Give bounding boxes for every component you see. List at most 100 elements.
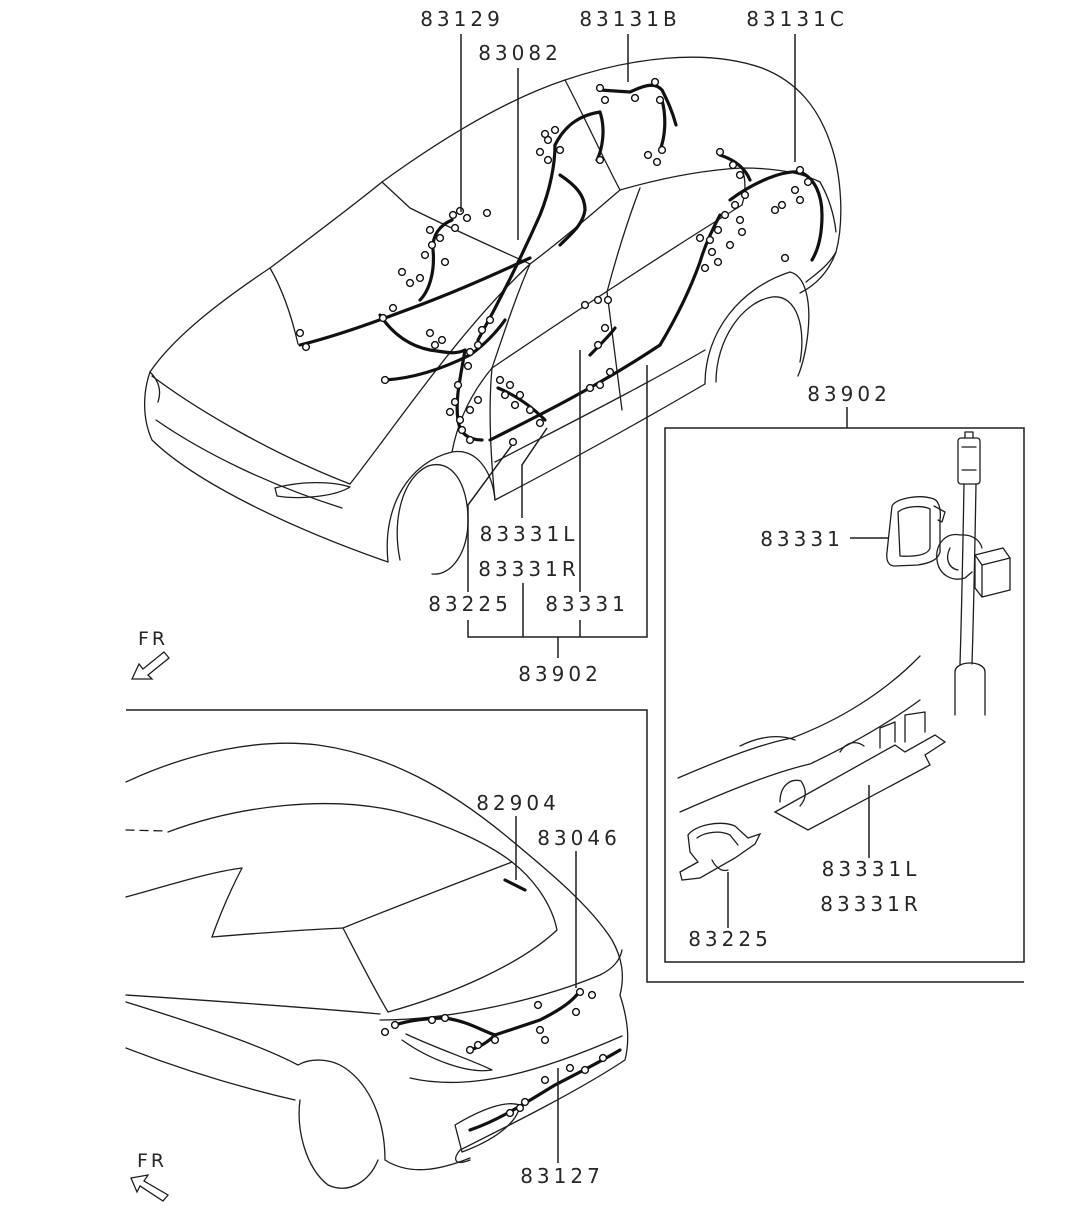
wire-connector bbox=[730, 200, 740, 210]
lower-car-bumper-bottom bbox=[384, 1157, 471, 1171]
lower-car-rear-window bbox=[342, 861, 558, 1013]
lower-car-wheel-arch bbox=[297, 1059, 386, 1161]
wire-connector bbox=[593, 295, 603, 305]
harness-near-a-pillar bbox=[558, 173, 587, 247]
wire-connector bbox=[450, 397, 460, 407]
wire-connector bbox=[457, 425, 467, 435]
wire-connector bbox=[600, 323, 610, 333]
wire-connector bbox=[390, 1020, 400, 1030]
inset-harness-sheath bbox=[954, 662, 986, 716]
wire-connector bbox=[473, 395, 483, 405]
inset-floor-top bbox=[677, 655, 921, 779]
upper-car-cowl bbox=[381, 181, 531, 265]
wire-connector bbox=[515, 390, 525, 400]
wire-connector bbox=[580, 1065, 590, 1075]
wire-connector bbox=[657, 145, 667, 155]
inset-floor-edge bbox=[679, 699, 921, 813]
part-label-83331l: 83331L bbox=[480, 522, 579, 546]
wire-connector bbox=[525, 405, 535, 415]
wire-connector bbox=[700, 263, 710, 273]
harness-engine-room bbox=[383, 318, 507, 382]
wire-connector bbox=[598, 1053, 608, 1063]
inset-frame bbox=[664, 427, 1025, 963]
lower-car-rear-panel bbox=[409, 1035, 623, 1084]
part-label-82904: 82904 bbox=[476, 791, 560, 815]
upper-car-front-tire bbox=[396, 463, 469, 575]
wire-connector bbox=[595, 155, 605, 165]
wire-connector bbox=[603, 295, 613, 305]
upper-car-front-notch bbox=[149, 371, 161, 403]
harness-rear bbox=[728, 170, 824, 262]
wire-connector bbox=[535, 418, 545, 428]
lower-car-side-lower bbox=[125, 1001, 299, 1066]
inset-part-label-83331l: 83331L bbox=[822, 857, 921, 881]
inset-part-label-83331: 83331 bbox=[760, 527, 844, 551]
wire-connector bbox=[713, 225, 723, 235]
wire-connector bbox=[705, 235, 715, 245]
wire-connector bbox=[508, 437, 518, 447]
direction-label-fr: FR bbox=[138, 628, 168, 650]
wire-connector bbox=[500, 390, 510, 400]
part-label-83225: 83225 bbox=[428, 592, 512, 616]
lower-car-sill bbox=[125, 1047, 296, 1101]
wire-connector bbox=[600, 95, 610, 105]
upper-direction-indicator: FR bbox=[130, 628, 170, 680]
wire-connector bbox=[380, 1027, 390, 1037]
wire-connector bbox=[405, 278, 415, 288]
part-label-83127: 83127 bbox=[520, 1164, 604, 1188]
part-label-83902: 83902 bbox=[518, 662, 602, 686]
upper-car-front-face bbox=[144, 371, 389, 563]
upper-car-b-pillar bbox=[606, 187, 641, 293]
wire-connector bbox=[425, 328, 435, 338]
upper-car-trunk-edge bbox=[819, 181, 837, 233]
wire-connector bbox=[735, 215, 745, 225]
part-label-83131b: 83131B bbox=[579, 7, 680, 31]
inset-clip-83225 bbox=[679, 822, 762, 881]
wire-connector bbox=[425, 225, 435, 235]
wire-connector bbox=[445, 407, 455, 417]
harness-82904 bbox=[503, 878, 527, 892]
wire-connector bbox=[555, 145, 565, 155]
fr-arrow-icon bbox=[130, 1174, 169, 1202]
part-label-83082: 83082 bbox=[478, 41, 562, 65]
wire-connector bbox=[388, 303, 398, 313]
lower-car-roof-outline bbox=[125, 742, 623, 996]
harness-trunk-drop bbox=[468, 1033, 497, 1052]
wire-connector bbox=[737, 227, 747, 237]
wire-connector bbox=[430, 340, 440, 350]
upper-car-grille-crease bbox=[155, 419, 343, 509]
wire-connector bbox=[437, 335, 447, 345]
part-label-83331r: 83331R bbox=[478, 557, 580, 581]
upper-labels: 83129 83131B 83131C 83082 83331L 83331R … bbox=[420, 7, 844, 686]
lower-harness bbox=[380, 878, 622, 1132]
wire-connector bbox=[540, 129, 550, 139]
wire-connector bbox=[453, 380, 463, 390]
inset-ring-clip bbox=[936, 533, 983, 580]
wire-connector bbox=[605, 367, 615, 377]
harness-front-left bbox=[378, 313, 467, 355]
lower-car-side-window-top bbox=[125, 867, 243, 898]
wire-connector bbox=[650, 77, 660, 87]
wire-connector bbox=[520, 1097, 530, 1107]
harness-roof bbox=[598, 83, 678, 127]
direction-label-fr: FR bbox=[137, 1150, 167, 1172]
lower-car-tire bbox=[298, 1099, 379, 1189]
wire-connector bbox=[515, 1103, 525, 1113]
wire-connector bbox=[378, 313, 388, 323]
wire-connector bbox=[397, 267, 407, 277]
part-label-83046: 83046 bbox=[537, 826, 621, 850]
wire-connector bbox=[477, 325, 487, 335]
wire-connector bbox=[735, 170, 745, 180]
wire-connector bbox=[380, 375, 390, 385]
upper-leader-lines bbox=[460, 34, 796, 658]
wire-connector bbox=[630, 93, 640, 103]
wire-connector bbox=[455, 415, 465, 425]
wire-connector bbox=[780, 253, 790, 263]
upper-car-windshield-header bbox=[564, 79, 621, 191]
wire-connector bbox=[728, 160, 738, 170]
inset-part-label-83331r: 83331R bbox=[820, 892, 922, 916]
wire-connector bbox=[301, 342, 311, 352]
wire-connector bbox=[490, 1035, 500, 1045]
wire-connector bbox=[740, 190, 750, 200]
wire-connector bbox=[505, 1108, 515, 1118]
